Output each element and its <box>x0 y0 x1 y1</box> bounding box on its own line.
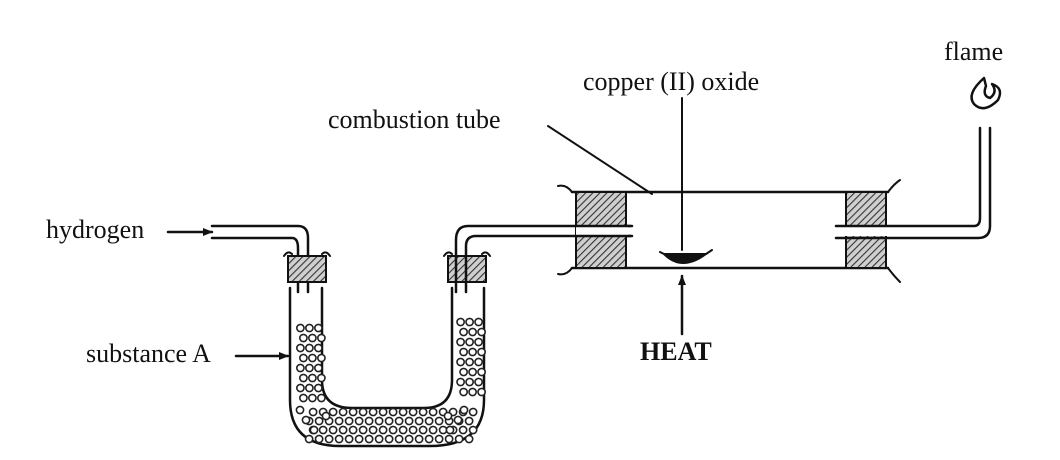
combustion-tube-pointer <box>547 125 653 195</box>
heat-label: HEAT <box>640 337 712 366</box>
connecting-tube <box>454 224 632 294</box>
flame-label: flame <box>944 37 1003 66</box>
flame-icon <box>970 76 1002 110</box>
substance-a-beads <box>295 317 486 444</box>
copper-oxide-label: copper (II) oxide <box>583 67 759 96</box>
outlet-tube <box>834 126 992 240</box>
substance-a-label: substance A <box>86 339 211 368</box>
copper-oxide-boat <box>659 249 713 264</box>
u-tube-left-stopper <box>283 251 331 283</box>
inlet-tube <box>210 224 310 294</box>
combustion-tube-label: combustion tube <box>328 105 501 134</box>
u-tube <box>288 286 486 448</box>
hydrogen-label: hydrogen <box>46 215 144 244</box>
